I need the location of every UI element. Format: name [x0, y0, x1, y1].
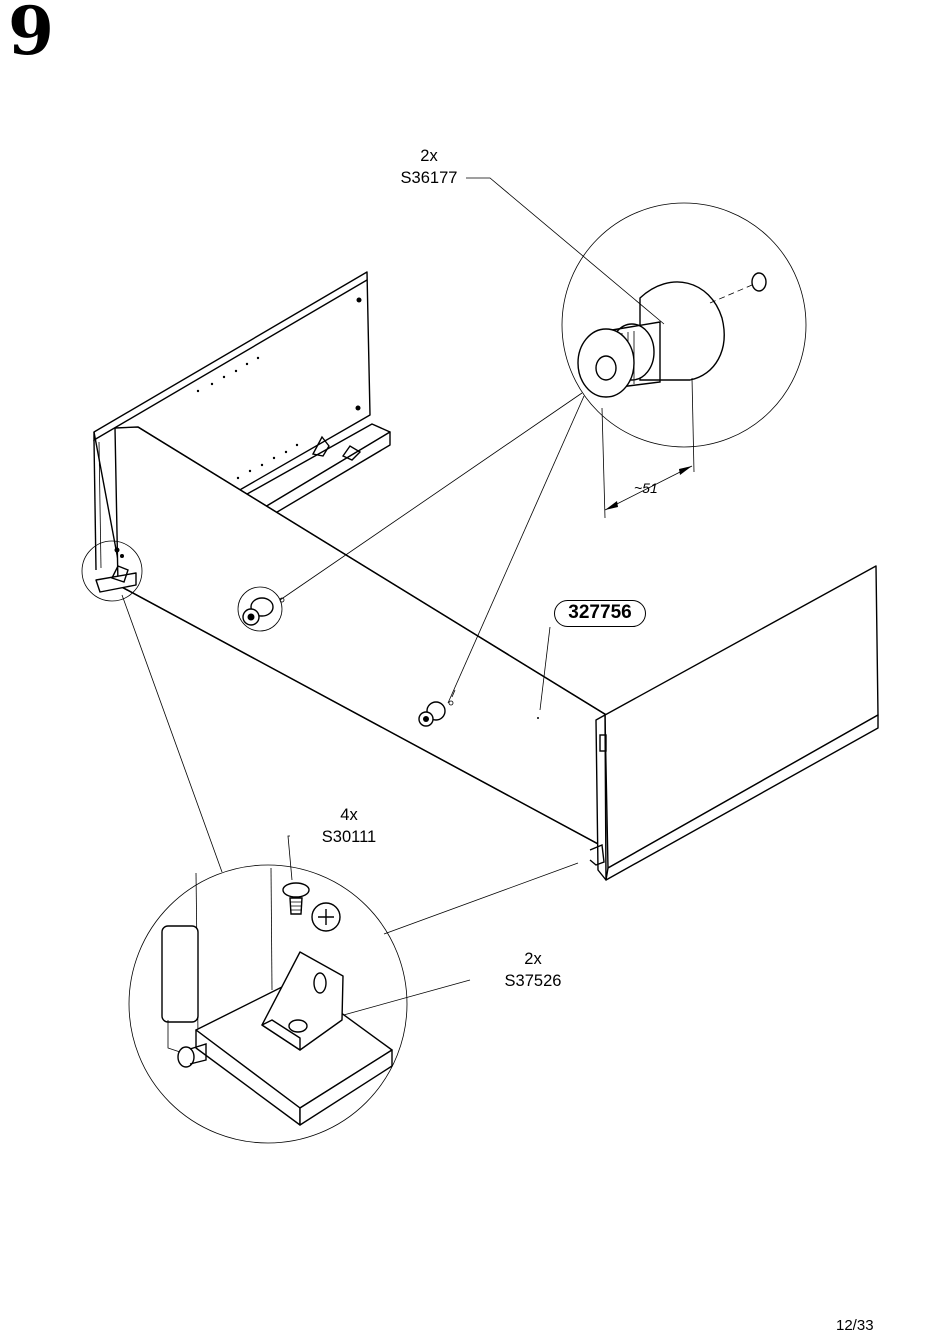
page-number: 12/33: [836, 1317, 874, 1334]
cam-bolt-part: S36177: [394, 167, 464, 189]
dimension-line: [602, 378, 694, 518]
cam-bolt-qty: 2x: [394, 145, 464, 167]
bracket-part: S37526: [496, 970, 570, 992]
panel-part-number: 327756: [554, 600, 646, 627]
front-panel: [115, 427, 608, 845]
step-number: 9: [8, 0, 53, 64]
pozidriv-icon: [312, 903, 340, 931]
bracket-qty: 2x: [496, 948, 570, 970]
screw-callout: 4x S30111: [314, 804, 384, 848]
bracket-detail: [129, 865, 407, 1143]
cam-bolt-callout: 2x S36177: [394, 145, 464, 189]
screw-qty: 4x: [314, 804, 384, 826]
dimension-label: ~51: [634, 480, 658, 496]
cam-bolt-detail: [562, 203, 806, 447]
bracket-callout: 2x S37526: [496, 948, 570, 992]
screw-part: S30111: [314, 826, 384, 848]
